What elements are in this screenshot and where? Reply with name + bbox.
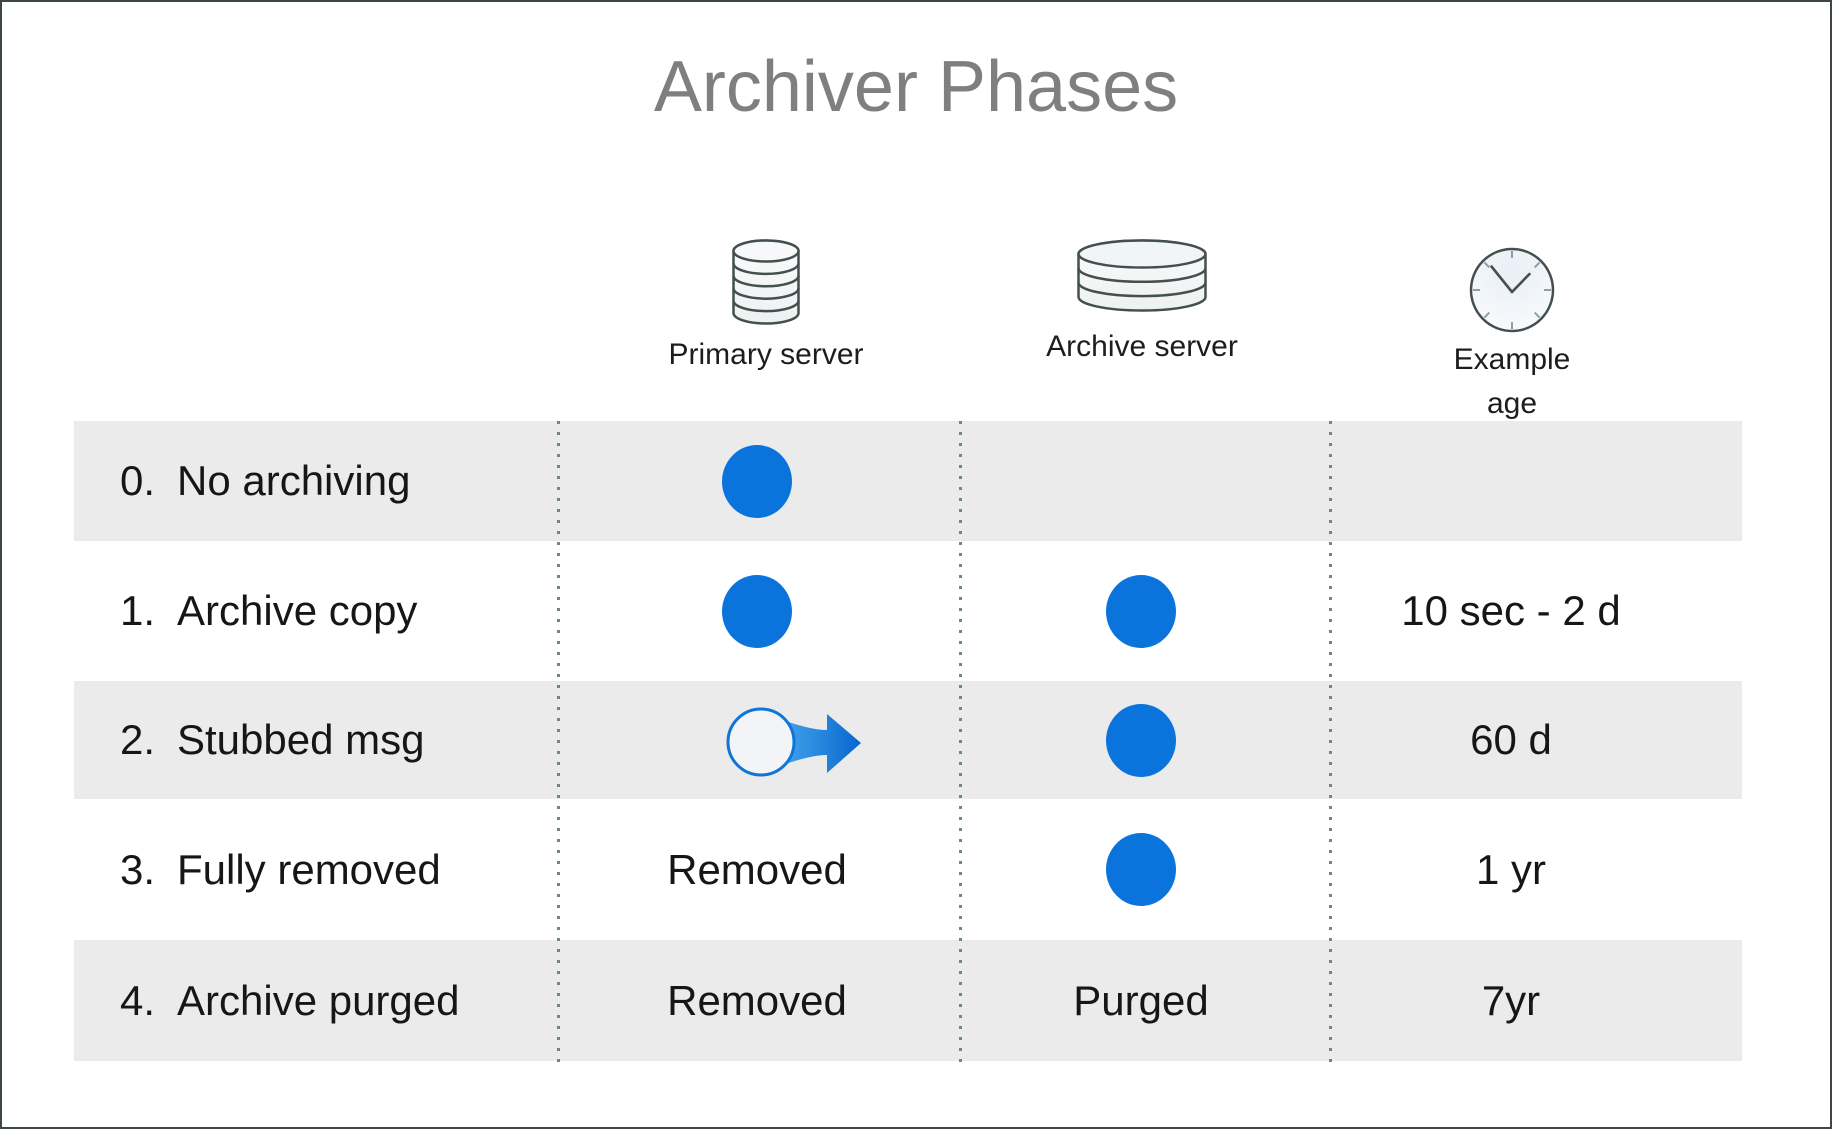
column-separator-dotted-line (1329, 421, 1332, 1064)
table-row-2-stubbed-msg: 2. Stubbed msg 60 d (74, 681, 1742, 799)
database-cylinder-icon (732, 239, 800, 325)
column-separator-dotted-line (959, 421, 962, 1064)
row-label: 2. Stubbed msg (120, 716, 425, 763)
cell-archive-purged: Purged (1073, 976, 1209, 1024)
page-title: Archiver Phases (653, 47, 1179, 127)
cell-age: 1 yr (1475, 845, 1547, 893)
table-row-4-archive-purged: 4. Archive purged Removed Purged 7yr (74, 940, 1742, 1061)
table-row-3-fully-removed: 3. Fully removed Removed 1 yr (74, 799, 1742, 940)
cell-archive (1106, 681, 1176, 799)
cell-age: 60 d (1470, 716, 1552, 763)
cell-primary-removed: Removed (667, 976, 847, 1024)
message-dot-icon (722, 574, 792, 648)
message-dot-icon (1106, 703, 1176, 777)
primary-server-label: Primary server (668, 338, 864, 371)
archive-server-label: Archive server (1046, 330, 1238, 363)
cell-archive (1106, 799, 1176, 940)
stub-arrow-icon (726, 707, 861, 777)
cell-archive (1106, 541, 1176, 681)
message-dot-icon (722, 444, 792, 518)
cell-primary (722, 421, 792, 541)
column-header-archive-server: Archive server (992, 239, 1292, 369)
column-header-primary-server: Primary server (616, 239, 916, 377)
disk-stack-icon (1077, 239, 1207, 312)
message-dot-icon (1106, 833, 1176, 906)
clock-icon (1469, 247, 1555, 333)
row-label: 3. Fully removed (120, 845, 441, 893)
row-label: 1. Archive copy (120, 587, 418, 634)
cell-primary (722, 541, 792, 681)
table-row-1-archive-copy: 1. Archive copy 10 sec - 2 d (74, 541, 1742, 681)
row-label: 0. No archiving (120, 457, 411, 504)
cell-age: 7yr (1481, 976, 1541, 1024)
stub-circle-icon (726, 707, 796, 777)
table-row-0-no-archiving: 0. No archiving (74, 421, 1742, 541)
column-separator-dotted-line (557, 421, 560, 1064)
row-label: 4. Archive purged (120, 976, 460, 1024)
message-dot-icon (1106, 574, 1176, 648)
column-header-example-age: Example age (1362, 246, 1662, 426)
example-age-label: Example age (1453, 343, 1571, 420)
cell-age: 10 sec - 2 d (1401, 587, 1621, 634)
cell-primary-removed: Removed (667, 845, 847, 893)
